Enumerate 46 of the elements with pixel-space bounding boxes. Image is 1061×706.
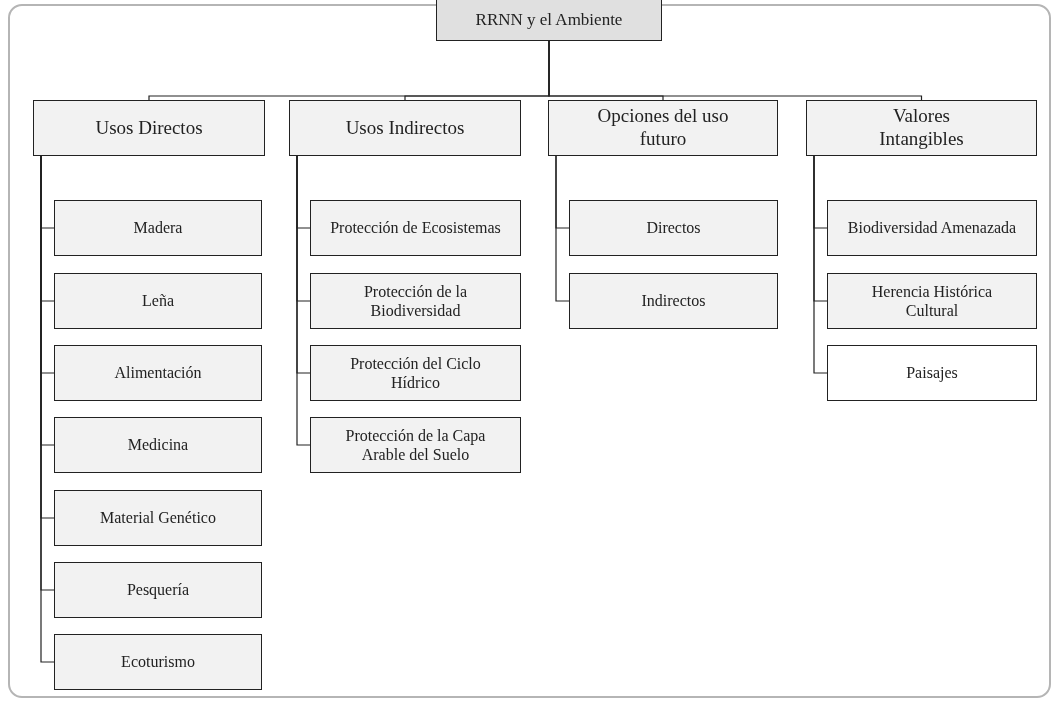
category-box [54,490,262,546]
node-label: Usos Directos [95,116,203,140]
node-label: Opciones del uso futuro [596,105,730,151]
node-label: Alimentación [114,363,202,383]
node-label: Medicina [127,435,189,455]
connector-line [548,40,923,101]
node-label: Valores Intangibles [878,105,965,151]
node-label: RRNN y el Ambiente [475,9,623,31]
root-box [436,0,662,41]
connector-line [296,155,311,446]
connector-line [555,155,570,302]
node-label: Paisajes [906,363,958,383]
node-label: Leña [142,291,174,311]
node-label: Directos [646,218,701,238]
category-box [54,200,262,256]
category-box [569,200,778,256]
category-box [33,100,265,156]
category-box [569,273,778,329]
category-box [54,273,262,329]
node-label: Protección de Ecosistemas [330,218,501,238]
node-label: Madera [133,218,183,238]
node-label: Protección de la Capa Arable del Suelo [344,425,487,465]
node-label: Material Genético [100,508,216,528]
category-box [54,417,262,473]
node-label: Biodiversidad Amenazada [847,218,1017,238]
category-box [54,345,262,401]
node-label: Pesquería [126,580,190,600]
category-box [827,345,1037,401]
category-box [54,562,262,618]
node-label: Herencia Histórica Cultural [870,281,994,321]
category-box [310,273,521,329]
category-box [827,200,1037,256]
category-box [806,100,1037,156]
node-label: Ecoturismo [121,652,195,672]
category-box [54,634,262,690]
node-label: Protección de la Biodiversidad [362,281,469,321]
category-box [289,100,521,156]
category-box [548,100,778,156]
category-box [310,200,521,256]
node-label: Indirectos [641,291,706,311]
node-label: Usos Indirectos [345,116,465,140]
connector-line [813,155,828,374]
category-box [310,345,521,401]
category-box [827,273,1037,329]
node-label: Protección del Ciclo Hídrico [349,353,482,393]
category-box [310,417,521,473]
